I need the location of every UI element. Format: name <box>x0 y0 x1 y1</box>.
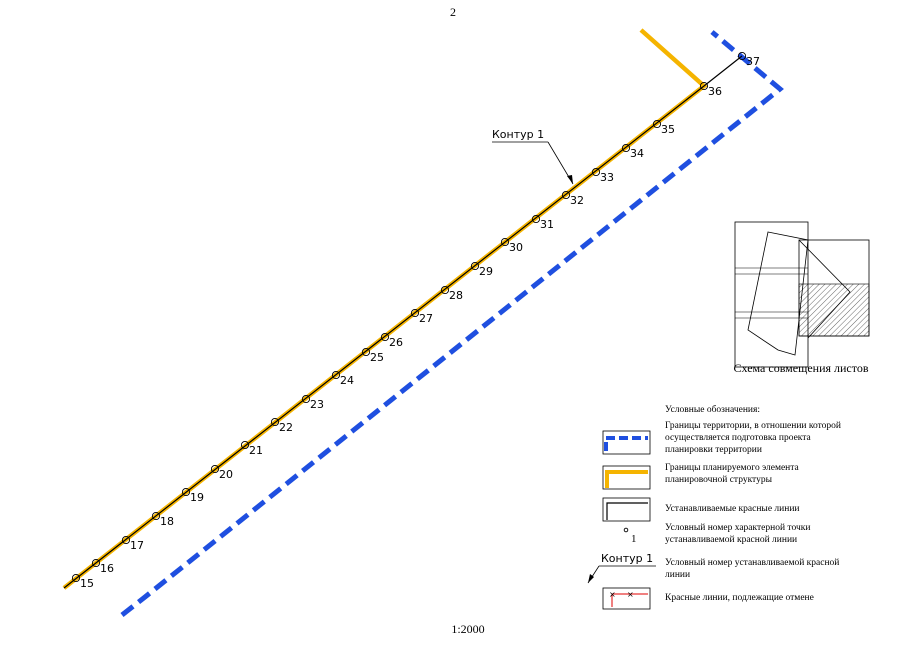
point-marker-35 <box>652 119 662 129</box>
point-marker-37 <box>737 51 747 61</box>
legend-sample-cancelled-lines <box>611 593 648 607</box>
point-marker-31 <box>531 214 541 224</box>
contour-callout: Контур 1 <box>492 128 574 185</box>
point-marker-32 <box>561 190 571 200</box>
point-marker-18 <box>151 511 161 521</box>
point-marker-19 <box>181 487 191 497</box>
legend-sample-point-number: 1 <box>631 533 637 545</box>
point-marker-22 <box>270 417 280 427</box>
point-label-30: 30 <box>509 241 523 254</box>
legend-sample-red-lines <box>606 502 648 520</box>
legend-territory-line2: осуществляется подготовка проекта <box>665 433 812 443</box>
characteristic-points: 15 16 17 18 19 20 21 22 23 24 25 26 27 28 29 30 31 32 33 34… <box>71 51 760 590</box>
point-label-16: 16 <box>100 562 114 575</box>
cross-mark-icon: × <box>627 590 634 599</box>
point-marker-15 <box>71 573 81 583</box>
svg-text:Границы территории, в отношени: Границы территории, в отношении которой <box>665 420 841 431</box>
legend-sample-contour: Контур 1 <box>601 552 653 565</box>
point-label-37: 37 <box>746 55 760 68</box>
point-label-20: 20 <box>219 468 233 481</box>
established-red-line <box>63 55 743 589</box>
legend-title: Условные обозначения: <box>665 404 760 415</box>
point-label-15: 15 <box>80 577 94 590</box>
point-marker-30 <box>500 237 510 247</box>
legend-contour-line2: линии <box>665 570 690 580</box>
point-marker-25 <box>361 347 371 357</box>
point-marker-17 <box>121 535 131 545</box>
svg-text:Условный номер характерной точ: Условный номер характерной точки <box>665 522 810 533</box>
legend-sample-territory-boundary <box>604 436 648 451</box>
svg-text:Красные линии, подлежащие отме: Красные линии, подлежащие отмене <box>665 593 814 603</box>
legend-territory-line3: планировки территории <box>665 445 762 455</box>
point-label-22: 22 <box>279 421 293 434</box>
point-label-35: 35 <box>661 123 675 136</box>
point-marker-36 <box>699 81 709 91</box>
scale-label: 1:2000 <box>451 622 484 636</box>
svg-text:Границы планируемого элемента: Границы планируемого элемента <box>665 463 800 473</box>
point-marker-29 <box>470 261 480 271</box>
point-marker-24 <box>331 370 341 380</box>
point-label-28: 28 <box>449 289 463 302</box>
svg-text:линии: линии <box>665 570 690 580</box>
point-label-27: 27 <box>419 312 433 325</box>
contour-label: Контур 1 <box>492 128 544 141</box>
legend: Условные обозначения: Границы территории… <box>587 404 841 610</box>
point-marker-21 <box>240 440 250 450</box>
legend-sample-point <box>623 527 629 533</box>
point-label-32: 32 <box>570 194 584 207</box>
svg-text:Условный номер устанавливаемой: Условный номер устанавливаемой красной <box>665 557 839 568</box>
point-label-23: 23 <box>310 398 324 411</box>
point-label-25: 25 <box>370 351 384 364</box>
point-label-17: 17 <box>130 539 144 552</box>
point-label-26: 26 <box>389 336 403 349</box>
territory-boundary-line <box>120 30 784 617</box>
point-label-31: 31 <box>540 218 554 231</box>
legend-planning-line1: Границы планируемого элемента <box>665 463 800 473</box>
point-marker-33 <box>591 167 601 177</box>
legend-sample-planning-boundary <box>605 470 648 488</box>
legend-point-line1: Условный номер характерной точки <box>665 522 810 533</box>
point-marker-27 <box>410 308 420 318</box>
planning-element-boundary-line <box>62 28 708 590</box>
point-label-19: 19 <box>190 491 204 504</box>
point-marker-20 <box>210 464 220 474</box>
legend-cancelled-text: Красные линии, подлежащие отмене <box>665 593 814 603</box>
point-label-29: 29 <box>479 265 493 278</box>
svg-text:устанавливаемой красной линии: устанавливаемой красной линии <box>665 534 797 545</box>
point-label-36: 36 <box>708 85 722 98</box>
inset-caption: Схема совмещения листов <box>734 361 869 375</box>
point-marker-26 <box>380 332 390 342</box>
svg-text:Устанавливаемые красные линии: Устанавливаемые красные линии <box>665 504 799 514</box>
point-marker-34 <box>621 143 631 153</box>
page-number: 2 <box>450 5 456 19</box>
point-label-33: 33 <box>600 171 614 184</box>
point-label-21: 21 <box>249 444 263 457</box>
sheet-layout-inset: Схема совмещения листов <box>734 221 870 375</box>
legend-red-lines-text: Устанавливаемые красные линии <box>665 504 799 514</box>
point-marker-23 <box>301 394 311 404</box>
legend-territory-line1: Границы территории, в отношении которой <box>665 420 841 431</box>
svg-text:планировки территории: планировки территории <box>665 445 762 455</box>
legend-contour-line1: Условный номер устанавливаемой красной <box>665 557 839 568</box>
legend-planning-line2: планировочной структуры <box>665 474 773 485</box>
point-marker-16 <box>91 558 101 568</box>
point-marker-28 <box>440 285 450 295</box>
point-label-18: 18 <box>160 515 174 528</box>
svg-text:осуществляется подготовка прое: осуществляется подготовка проекта <box>665 433 812 443</box>
legend-point-line2: устанавливаемой красной линии <box>665 534 797 545</box>
cross-mark-icon: × <box>609 590 616 599</box>
point-label-34: 34 <box>630 147 644 160</box>
svg-text:планировочной структуры: планировочной структуры <box>665 474 773 485</box>
point-label-24: 24 <box>340 374 354 387</box>
